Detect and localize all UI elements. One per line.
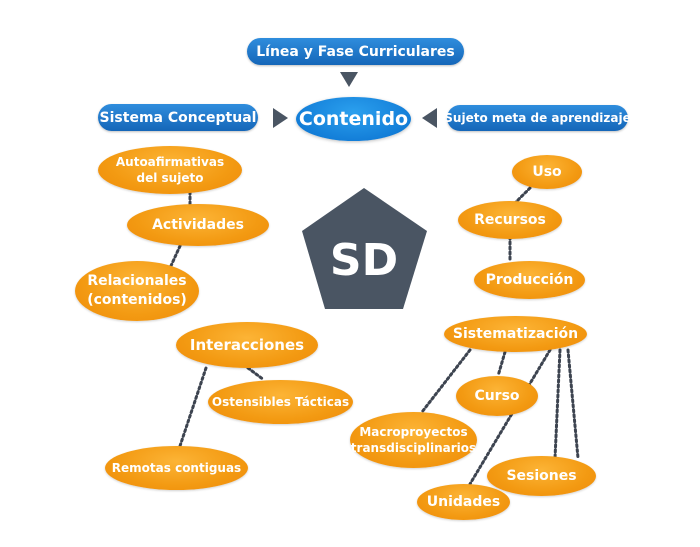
curso-node[interactable]: Curso: [456, 376, 538, 416]
sistematizacion-node[interactable]: Sistematización: [444, 316, 587, 352]
macroproyectos-node[interactable]: Macroproyectos transdisciplinarios: [350, 412, 477, 468]
connector-sistematizacion-curso: [496, 350, 507, 378]
sujeto-meta-aprendizaje-box[interactable]: Sujeto meta de aprendizaje: [444, 105, 631, 131]
remotas-contiguas-node[interactable]: Remotas contiguas: [105, 446, 248, 490]
sesiones-node[interactable]: Sesiones: [487, 456, 596, 496]
interacciones-node[interactable]: Interacciones: [176, 322, 318, 368]
arrow-right-icon: [273, 108, 288, 128]
autoafirmativas-node[interactable]: Autoafirmativas del sujeto: [98, 146, 242, 194]
actividades-node[interactable]: Actividades: [127, 204, 269, 246]
connector-interacciones-remotas: [178, 366, 208, 448]
connector-uso-recursos: [513, 186, 532, 205]
sistema-conceptual-box[interactable]: Sistema Conceptual: [98, 104, 258, 131]
linea-fase-curriculares-box[interactable]: Línea y Fase Curriculares: [247, 38, 464, 65]
recursos-node[interactable]: Recursos: [458, 201, 562, 239]
connector-interacciones-ostensibles: [246, 366, 266, 382]
ostensibles-tacticas-node[interactable]: Ostensibles Tácticas: [208, 380, 353, 424]
arrow-down-icon: [340, 72, 358, 87]
contenido-node[interactable]: Contenido: [296, 97, 411, 141]
sd-label: SD: [329, 234, 399, 286]
connector-actividades-relacionales: [168, 244, 182, 270]
connector-sistematizacion-unidades: [468, 348, 552, 486]
connector-sistematizacion-sesiones-b: [566, 348, 580, 460]
connector-sistematizacion-macroproyectos: [420, 348, 472, 414]
produccion-node[interactable]: Producción: [474, 261, 585, 299]
relacionales-node[interactable]: Relacionales (contenidos): [75, 261, 199, 321]
unidades-node[interactable]: Unidades: [417, 484, 510, 520]
uso-node[interactable]: Uso: [512, 155, 582, 189]
connector-sistematizacion-sesiones-a: [553, 348, 562, 460]
sd-pentagon: [302, 188, 427, 309]
arrow-left-icon: [422, 108, 437, 128]
